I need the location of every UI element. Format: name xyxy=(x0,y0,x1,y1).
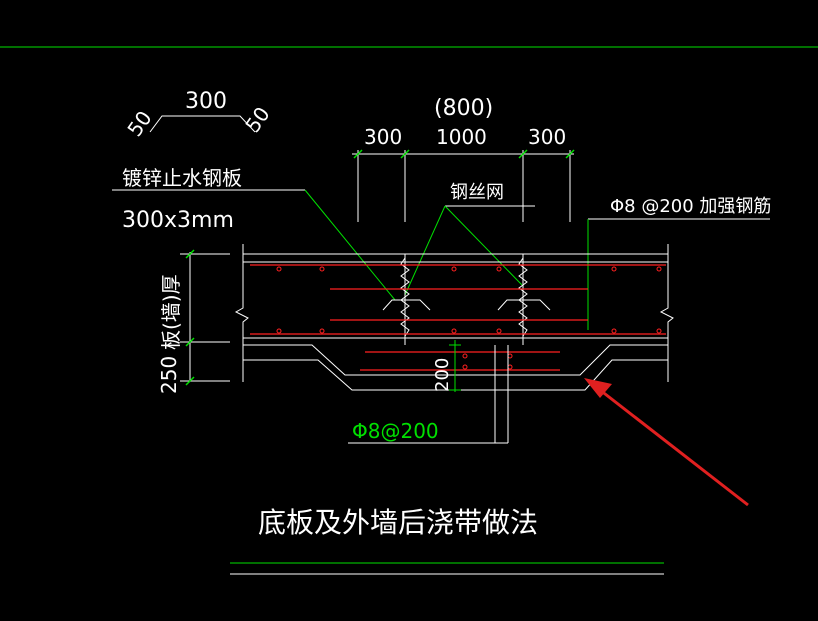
wire-mesh-leader-left xyxy=(404,205,446,296)
wire-mesh-label: 钢丝网 xyxy=(450,182,504,203)
plate-size-label: 300x3mm xyxy=(122,208,234,233)
bend-left-dim: 50 xyxy=(122,106,156,141)
wire-mesh-zigzag xyxy=(400,257,528,337)
bottom-rebar-label: Φ8@200 xyxy=(352,419,439,443)
reinforcement-label: Φ8 @200 加强钢筋 xyxy=(610,196,771,217)
dim-200-label: 200 xyxy=(432,358,453,392)
rebar-lines xyxy=(250,264,666,371)
top-dimension-chain xyxy=(352,150,574,222)
waterstop-plates xyxy=(382,299,551,311)
slab-thickness-label: 板(墙)厚 xyxy=(159,274,183,350)
left-dimension-ticks xyxy=(185,249,195,386)
waterstop-plate-sketch xyxy=(149,115,256,133)
dim-800-label: (800) xyxy=(434,96,493,121)
dim-300-right-label: 300 xyxy=(528,125,566,149)
bottom-rebar-leader xyxy=(348,345,509,444)
dim-250-label: 250 xyxy=(157,356,181,394)
bend-right-dim: 50 xyxy=(240,102,274,137)
galvanized-plate-label: 镀锌止水钢板 xyxy=(122,166,242,190)
galvanized-plate-leader xyxy=(304,189,396,301)
bend-top-dim: 300 xyxy=(185,89,227,114)
annotation-arrow xyxy=(584,378,749,507)
dim-1000-label: 1000 xyxy=(436,125,487,149)
slab-section xyxy=(234,244,674,391)
left-dimension xyxy=(180,252,230,382)
drawing-title: 底板及外墙后浇带做法 xyxy=(258,506,538,539)
wire-mesh-leader-right xyxy=(444,205,523,286)
dim-300-left-label: 300 xyxy=(364,125,402,149)
rebar-dots xyxy=(276,266,662,370)
top-dimension-ticks xyxy=(353,149,575,159)
dim-200-lines xyxy=(449,340,461,392)
